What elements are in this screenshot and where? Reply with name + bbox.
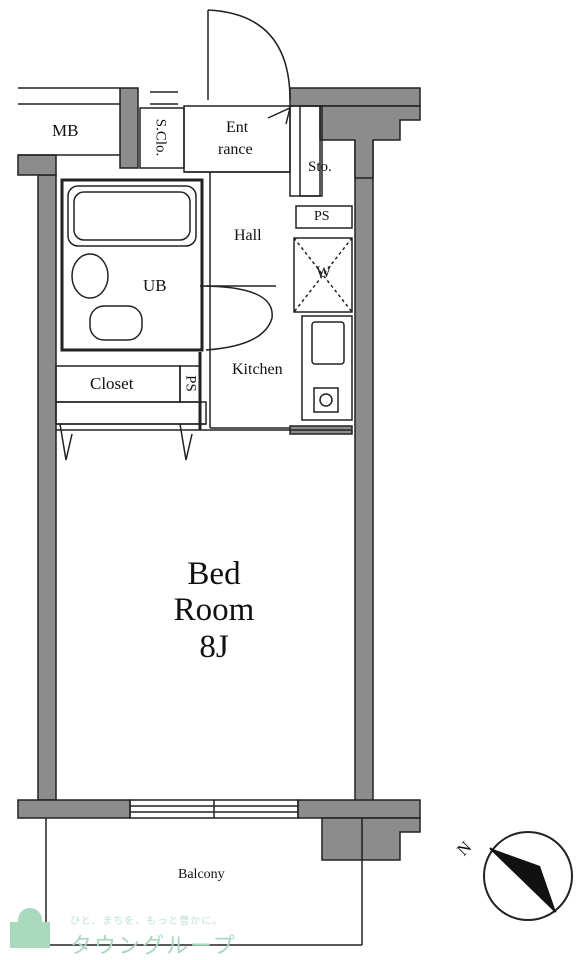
logo-mark xyxy=(10,908,50,948)
compass xyxy=(483,831,573,921)
room-label-ps-top: PS xyxy=(314,209,330,224)
bedroom-line-2: Room xyxy=(173,592,255,629)
room-label-mb: MB xyxy=(52,121,79,140)
company-logo: ひと、まちを、もっと豊かに。 タウングループ xyxy=(0,906,260,960)
room-label-ps-side: PS xyxy=(182,375,199,392)
room-label-closet: Closet xyxy=(90,374,134,393)
bedroom-line-1: Bed xyxy=(187,556,241,592)
room-label-storage: Sto. xyxy=(308,159,332,175)
room-label-entrance-1: Ent xyxy=(226,119,249,136)
interior-lines xyxy=(18,9,363,946)
room-label-bedroom: Bed Room 8J xyxy=(150,556,278,665)
room-label-washer: W xyxy=(316,264,332,281)
room-label-shoe-closet: S.Clo. xyxy=(152,118,169,157)
room-label-balcony: Balcony xyxy=(178,867,225,882)
logo-tagline: ひと、まちを、もっと豊かに。 xyxy=(70,916,224,927)
room-label-hall: Hall xyxy=(234,227,262,244)
logo-brand: タウングループ xyxy=(70,934,237,959)
walls xyxy=(17,87,421,861)
room-label-entrance-2: rance xyxy=(218,141,253,158)
room-label-unit-bath: UB xyxy=(143,276,167,295)
bedroom-line-3: 8J xyxy=(199,628,229,665)
room-label-kitchen: Kitchen xyxy=(232,361,283,378)
